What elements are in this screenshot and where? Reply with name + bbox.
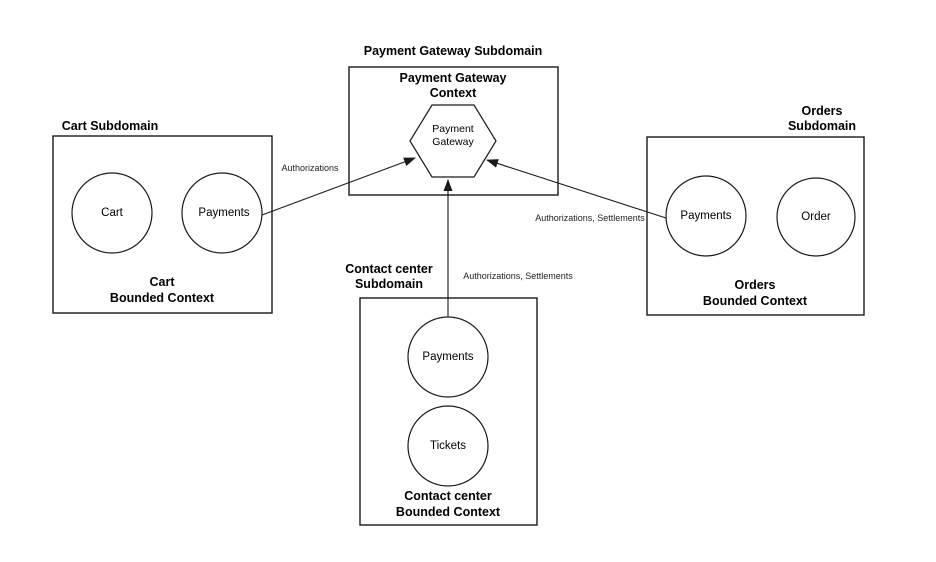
orders-payments-circle-label: Payments [680, 210, 732, 222]
contact-center-subdomain-title: Contact center Subdomain [345, 262, 433, 292]
contact-center-bounded-line1: Contact center [404, 489, 492, 503]
cart-bounded-line2: Bounded Context [109, 291, 215, 305]
cart-circle-label: Cart [101, 207, 123, 219]
payment-gateway-hexagon [409, 104, 497, 178]
cart-payments-circle-label: Payments [198, 207, 250, 219]
contact-center-tickets-circle-label: Tickets [430, 440, 466, 452]
orders-subdomain-title-line2: Subdomain [787, 119, 857, 133]
arrow-label-authorizations-settlements-contact: Authorizations, Settlements [463, 271, 573, 281]
order-circle [776, 177, 856, 257]
orders-subdomain-title-line1: Orders [801, 104, 843, 118]
orders-bounded-line2: Bounded Context [702, 294, 808, 308]
orders-bounded-line1: Orders [734, 278, 776, 292]
contact-center-subdomain-title-line2: Subdomain [354, 277, 424, 291]
arrow-label-authorizations-settlements-orders: Authorizations, Settlements [535, 213, 645, 223]
contact-center-payments-circle-label: Payments [422, 351, 474, 363]
payment-gateway-context-heading-line2: Context [429, 86, 477, 100]
contact-center-bounded-context-label: Contact center Bounded Context [396, 488, 500, 520]
contact-center-bounded-line2: Bounded Context [395, 505, 501, 519]
cart-bounded-line1: Cart [149, 275, 175, 289]
order-circle-label: Order [801, 211, 831, 223]
cart-payments-circle [181, 172, 263, 254]
orders-subdomain-title: Orders Subdomain [788, 104, 856, 134]
payment-gateway-subdomain-title: Payment Gateway Subdomain [363, 44, 543, 58]
arrow-cart-payments-to-gateway [261, 157, 416, 216]
arrow-label-authorizations: Authorizations [281, 163, 339, 173]
cart-circle [71, 172, 153, 254]
orders-bounded-context-label: Orders Bounded Context [703, 277, 807, 309]
hexagon-label-line1: Payment [432, 123, 474, 135]
payment-gateway-context-heading-line1: Payment Gateway [399, 71, 507, 85]
orders-payments-circle [665, 175, 747, 257]
hexagon-label-line2: Gateway [432, 136, 474, 148]
cart-bounded-context-label: Cart Bounded Context [110, 274, 214, 306]
payment-gateway-hexagon-label: Payment Gateway [432, 123, 473, 149]
contact-center-subdomain-title-line1: Contact center [345, 262, 433, 276]
arrow-orders-payments-to-gateway [486, 159, 667, 219]
cart-subdomain-title: Cart Subdomain [61, 119, 159, 133]
payment-gateway-context-heading: Payment Gateway Context [400, 71, 507, 101]
contact-center-tickets-circle [407, 405, 489, 487]
